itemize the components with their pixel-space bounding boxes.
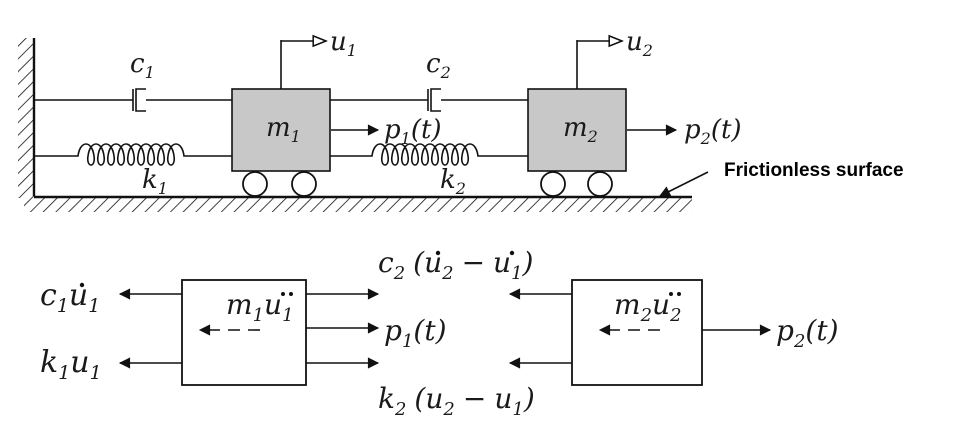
ddot-m1-a [281,292,285,296]
ddot-m2-a [669,292,673,296]
m1-wheel-right [291,171,317,197]
fbd-k1u1-label: k1u1 [40,345,102,384]
fbd-m1-inertia-label: m1u1 [226,288,294,326]
u1-label: u1 [330,27,357,60]
c2-label: c2 [426,49,451,82]
fbd-m2-box [571,279,703,386]
m2-wheel-left [540,171,566,197]
spring-k2 [330,143,528,166]
fbd-damper-force-label: c2(u2−u1) [378,246,533,284]
dot-damper-u2 [435,250,441,256]
fbd-p2-label: p2(t) [776,314,839,352]
m1-wheel-left [242,171,268,197]
damper-c1 [34,88,232,112]
mass-m1-block [231,88,331,172]
ddot-m2-b [677,292,681,296]
fbd-p1-label: p1(t) [384,314,447,352]
mass-m2-block [527,88,627,172]
m2-label: m2 [563,113,598,146]
dot-c1u1 [79,282,85,288]
spring-k1 [34,143,232,166]
wall-hatching [18,38,34,198]
p2-label-top: p2(t) [684,115,742,148]
fbd-c1u1-label: c1u1 [40,278,100,317]
dot-damper-u1 [509,250,515,256]
surface-pointer-arrow [658,171,709,197]
ground-hatching [24,198,692,212]
damper-c2 [330,88,528,112]
ddot-m1-b [289,292,293,296]
frictionless-surface-label: Frictionless surface [724,160,904,181]
u2-label: u2 [626,27,653,60]
p1-label-top: p1(t) [384,115,442,148]
k2-label: k2 [440,165,466,198]
fbd-m2-inertia-label: m2u2 [614,288,682,326]
c1-label: c1 [130,49,155,82]
fbd-spring-force-label: k2(u2−u1) [378,382,535,420]
k1-label: k1 [142,165,168,198]
m1-label: m1 [266,113,301,146]
m2-wheel-right [587,171,613,197]
